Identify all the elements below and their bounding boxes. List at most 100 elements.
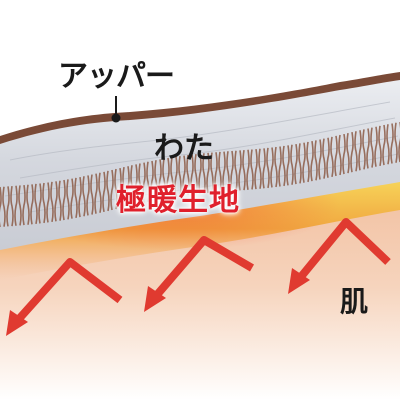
heat-arrow bbox=[152, 236, 255, 299]
fiber-strand bbox=[318, 139, 322, 180]
fiber-strand bbox=[298, 143, 302, 184]
fiber-strand bbox=[106, 170, 110, 212]
fiber-layer bbox=[0, 122, 400, 227]
fiber-strand bbox=[302, 142, 306, 183]
fiber-strand bbox=[146, 161, 150, 202]
fiber-strand bbox=[98, 172, 102, 213]
fiber-strand bbox=[358, 130, 362, 171]
fiber-strand bbox=[354, 131, 358, 172]
fiber-strand bbox=[314, 140, 318, 181]
fiber-strand bbox=[274, 146, 278, 188]
fiber-strand bbox=[266, 147, 270, 189]
fiber-strand bbox=[258, 148, 262, 189]
fiber-strand bbox=[250, 149, 254, 190]
fiber-strand bbox=[282, 145, 286, 187]
fiber-strand bbox=[150, 160, 154, 202]
fiber-strand bbox=[82, 176, 86, 217]
fiber-strand bbox=[238, 150, 242, 191]
fiber-strand bbox=[86, 175, 90, 216]
fiber-strand bbox=[334, 135, 338, 177]
fiber-strand bbox=[202, 153, 206, 194]
fiber-strand bbox=[42, 182, 46, 224]
fiber-strand bbox=[18, 185, 22, 226]
fiber-strand bbox=[166, 157, 170, 199]
fiber-strand bbox=[50, 181, 54, 223]
fiber-strand bbox=[26, 184, 30, 225]
fiber-strand bbox=[110, 169, 114, 211]
fiber-strand bbox=[278, 146, 282, 187]
fiber-strand bbox=[322, 138, 326, 179]
fiber-strand bbox=[346, 132, 350, 174]
fiber-strand bbox=[290, 144, 294, 185]
fiber-strand bbox=[306, 141, 310, 183]
fiber-strand bbox=[378, 125, 382, 167]
fiber-strand bbox=[142, 162, 146, 203]
fiber-strand bbox=[350, 132, 354, 173]
fiber-strand bbox=[198, 153, 202, 194]
fiber-strand bbox=[162, 158, 166, 199]
fiber-strand bbox=[210, 152, 214, 193]
fiber-strand bbox=[70, 178, 74, 219]
fiber-strand bbox=[342, 133, 346, 175]
fiber-strand bbox=[138, 163, 142, 204]
fiber-strand bbox=[158, 159, 162, 200]
fiber-strand bbox=[14, 185, 18, 226]
fiber-strand bbox=[2, 186, 6, 227]
skin-label: 肌 bbox=[340, 285, 369, 318]
fiber-strand bbox=[90, 174, 94, 215]
fiber-strand bbox=[0, 186, 2, 227]
fiber-strand bbox=[34, 183, 38, 225]
fiber-strand bbox=[10, 185, 14, 227]
warm-fabric-label: 極暖生地 bbox=[116, 183, 240, 218]
fiber-strand bbox=[22, 184, 26, 226]
fiber-strand bbox=[226, 151, 230, 192]
fiber-strand bbox=[66, 179, 70, 220]
fiber-strand bbox=[54, 181, 58, 222]
fiber-strand bbox=[362, 129, 366, 170]
fiber-strand bbox=[30, 184, 34, 225]
upper-label: アッパー bbox=[58, 59, 175, 94]
fiber-strand bbox=[338, 134, 342, 176]
fiber-strand bbox=[242, 149, 246, 191]
fiber-strand bbox=[294, 143, 298, 185]
heat-arrows bbox=[6, 218, 391, 336]
fiber-strand bbox=[270, 147, 274, 188]
fiber-strand bbox=[394, 122, 398, 163]
fiber-strand bbox=[214, 152, 218, 193]
fiber-strand bbox=[326, 137, 330, 178]
fiber-strand bbox=[94, 173, 98, 214]
fiber-strand bbox=[206, 152, 210, 194]
fiber-strand bbox=[174, 156, 178, 197]
heat-arrow bbox=[15, 258, 123, 323]
fiber-strand bbox=[46, 182, 50, 223]
fiber-strand bbox=[286, 145, 290, 186]
fiber-strand bbox=[230, 150, 234, 192]
fiber-strand bbox=[194, 154, 198, 195]
fiber-strand bbox=[6, 186, 10, 227]
fiber-strand bbox=[62, 179, 66, 221]
fiber-strand bbox=[218, 151, 222, 193]
fiber-strand bbox=[222, 151, 226, 192]
fiber-strand bbox=[390, 123, 394, 164]
fiber-strand bbox=[398, 122, 400, 163]
fiber-strand bbox=[374, 126, 378, 167]
fiber-strand bbox=[310, 141, 314, 182]
fiber-strand bbox=[78, 176, 82, 218]
fiber-strand bbox=[182, 155, 186, 196]
fiber-strand bbox=[386, 124, 390, 165]
fiber-strand bbox=[126, 166, 130, 207]
fiber-strand bbox=[74, 177, 78, 219]
batting-label: わた bbox=[154, 131, 214, 166]
fiber-strand bbox=[58, 180, 62, 221]
fiber-strand bbox=[154, 160, 158, 201]
fiber-strand bbox=[186, 154, 190, 196]
heat-arrow-head bbox=[288, 268, 310, 294]
heat-arrow bbox=[296, 218, 391, 281]
fiber-strand bbox=[38, 183, 42, 224]
fiber-strand bbox=[178, 156, 182, 197]
upper-leader-dot bbox=[111, 113, 121, 123]
fiber-strand bbox=[366, 128, 370, 169]
heat-arrow-head bbox=[144, 286, 166, 312]
